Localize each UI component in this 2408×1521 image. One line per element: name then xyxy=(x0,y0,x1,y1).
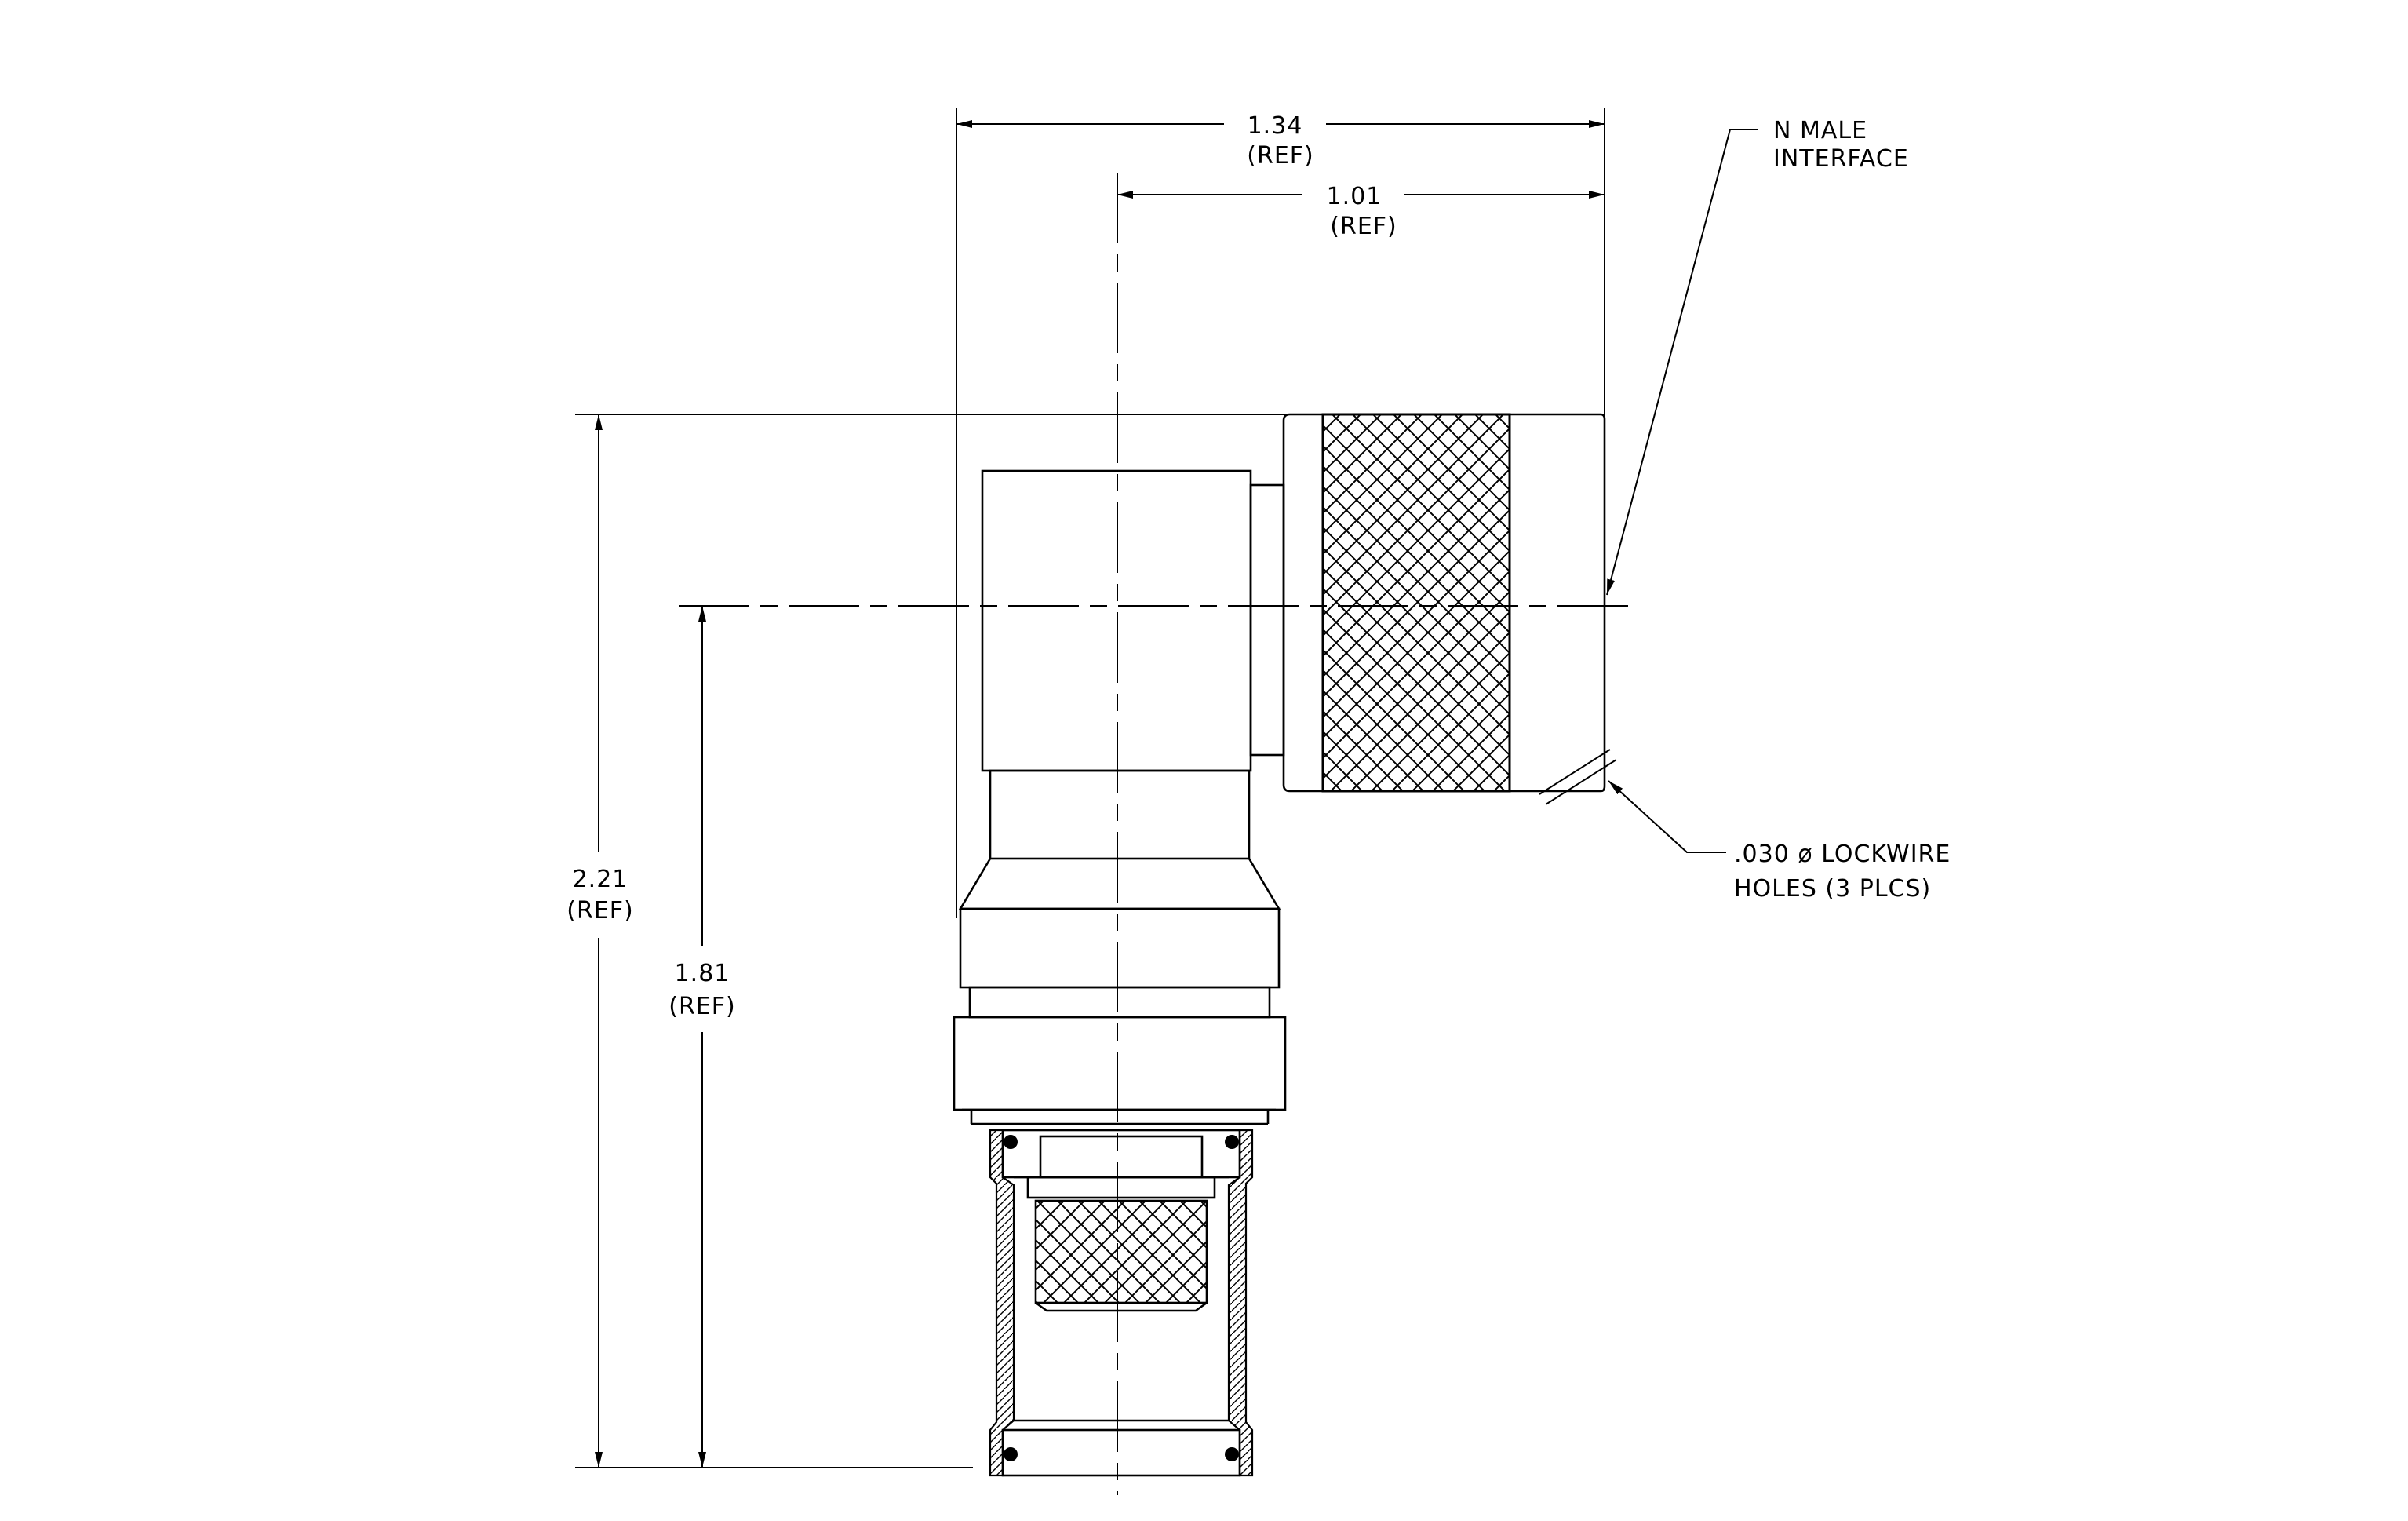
connector-body xyxy=(953,469,1287,1125)
dimension-overall-width: 1.34 (REF) xyxy=(956,112,1605,170)
dim-1-81-value: 1.81 xyxy=(675,960,730,987)
callout-lockwire-line2: HOLES (3 PLCS) xyxy=(1734,875,1931,903)
dim-1-01-ref: (REF) xyxy=(1330,213,1397,240)
callout-interface-line2: INTERFACE xyxy=(1773,145,1909,173)
o-ring-bottom-left xyxy=(1004,1447,1018,1461)
dim-1-81-ref: (REF) xyxy=(668,993,735,1020)
dim-2-21-value: 2.21 xyxy=(573,866,628,893)
leader-n-male-interface: N MALE INTERFACE xyxy=(1606,117,1909,596)
coupling-nut xyxy=(1282,413,1606,793)
lockwire-hole-marks xyxy=(1539,749,1617,805)
center-lines xyxy=(679,173,1632,1495)
cable-ferrule-section xyxy=(989,1129,1254,1477)
leader-lockwire-holes: .030 ø LOCKWIRE HOLES (3 PLCS) xyxy=(1608,780,1951,903)
dim-1-34-ref: (REF) xyxy=(1247,142,1313,170)
o-ring-top-right xyxy=(1225,1135,1239,1149)
extension-lines xyxy=(575,108,1605,1468)
callout-lockwire-line1: .030 ø LOCKWIRE xyxy=(1734,841,1951,868)
o-ring-top-left xyxy=(1004,1135,1018,1149)
dimension-center-height: 1.81 (REF) xyxy=(668,606,735,1468)
dim-1-34-value: 1.34 xyxy=(1248,112,1303,140)
callout-interface-line1: N MALE xyxy=(1773,117,1867,144)
dim-2-21-ref: (REF) xyxy=(566,897,633,925)
dimension-overall-height: 2.21 (REF) xyxy=(566,414,633,1468)
dimension-offset-width: 1.01 (REF) xyxy=(1117,183,1605,240)
dim-1-01-value: 1.01 xyxy=(1327,183,1383,210)
o-ring-bottom-right xyxy=(1225,1447,1239,1461)
